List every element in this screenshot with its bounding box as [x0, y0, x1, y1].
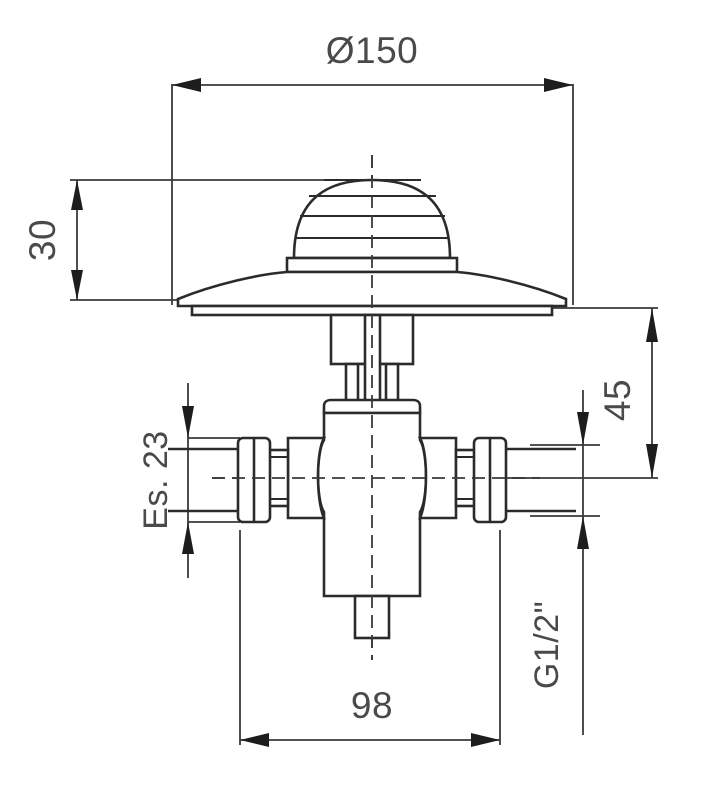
dimension-label-es-23: Es. 23 — [137, 430, 175, 529]
shower-head-assembly — [176, 178, 568, 317]
arrow-head-left — [240, 733, 269, 747]
dimension-es-23: Es. 23 — [137, 383, 240, 578]
arrow-head-right — [544, 78, 573, 92]
arrow-head-bottom — [71, 270, 83, 300]
dimension-label-diameter-150: Ø150 — [326, 30, 419, 71]
dimension-label-height-45: 45 — [597, 379, 638, 421]
left-connector — [286, 436, 327, 520]
arrow-head-top — [646, 308, 658, 342]
dimension-height-30: 30 — [22, 179, 345, 301]
arrow-head-top — [577, 412, 589, 445]
dimension-diameter-150: Ø150 — [171, 30, 574, 305]
arrow-head-bottom — [182, 522, 194, 554]
arrow-head-top — [71, 180, 83, 210]
arrow-head-right — [471, 733, 500, 747]
dimension-label-thread-g12: G1/2" — [528, 601, 566, 689]
arrow-head-bottom — [577, 516, 589, 549]
arrow-head-top — [182, 406, 194, 438]
dimension-label-width-98: 98 — [351, 685, 393, 726]
dimension-height-45: 45 — [500, 307, 658, 479]
left-arm-assembly — [168, 436, 327, 524]
arrow-head-left — [172, 78, 201, 92]
shower-head-disc — [176, 270, 568, 308]
dimension-thread-g12: G1/2" — [528, 390, 600, 735]
dimension-label-height-30: 30 — [22, 219, 63, 261]
right-arm-assembly — [417, 436, 576, 524]
dimension-width-98: 98 — [239, 530, 501, 747]
arrow-head-bottom — [646, 444, 658, 478]
